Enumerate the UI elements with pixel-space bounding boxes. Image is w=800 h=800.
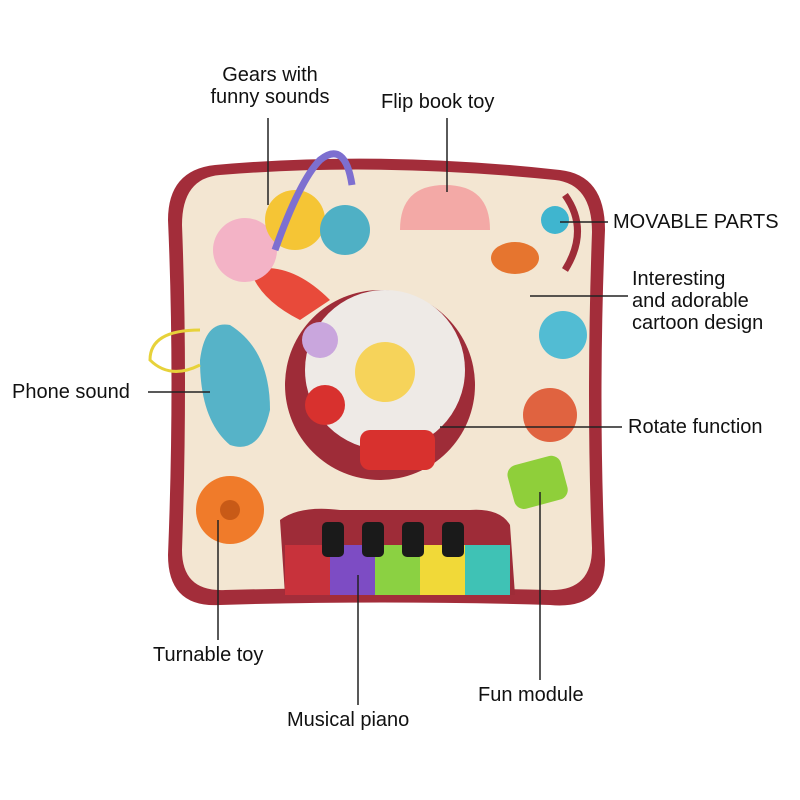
flip-book-shell (400, 185, 490, 230)
fun-module (507, 455, 568, 509)
label-gears: Gears with funny sounds (190, 64, 350, 108)
label-cartoon-line3: cartoon design (632, 312, 764, 334)
label-turnable: Turnable toy (153, 644, 264, 666)
crab (491, 242, 539, 274)
bead-wire (271, 150, 356, 252)
label-cartoon-line1: Interesting (632, 268, 726, 290)
label-rotate: Rotate function (628, 416, 763, 438)
spoon (250, 268, 330, 320)
label-phone: Phone sound (12, 381, 130, 403)
gear-teal (320, 205, 370, 255)
turntable-button (360, 430, 435, 470)
starfish (539, 311, 587, 359)
gear-pink (213, 218, 277, 282)
callout-lines (148, 118, 628, 705)
label-fun-module: Fun module (478, 684, 584, 706)
label-piano: Musical piano (287, 709, 410, 731)
label-cartoon: Interesting and adorable cartoon design (632, 268, 763, 334)
octopus (523, 388, 577, 442)
piano-keys (285, 522, 510, 595)
turntable-center (355, 342, 415, 402)
phone-shell (200, 324, 270, 447)
label-movable-parts: MOVABLE PARTS (613, 211, 779, 233)
movable-bead (541, 206, 569, 234)
label-gears-line2: funny sounds (210, 86, 330, 108)
label-cartoon-line2: and adorable (632, 290, 749, 312)
label-flip-book: Flip book toy (381, 91, 495, 113)
label-gears-line1: Gears with (222, 64, 318, 86)
